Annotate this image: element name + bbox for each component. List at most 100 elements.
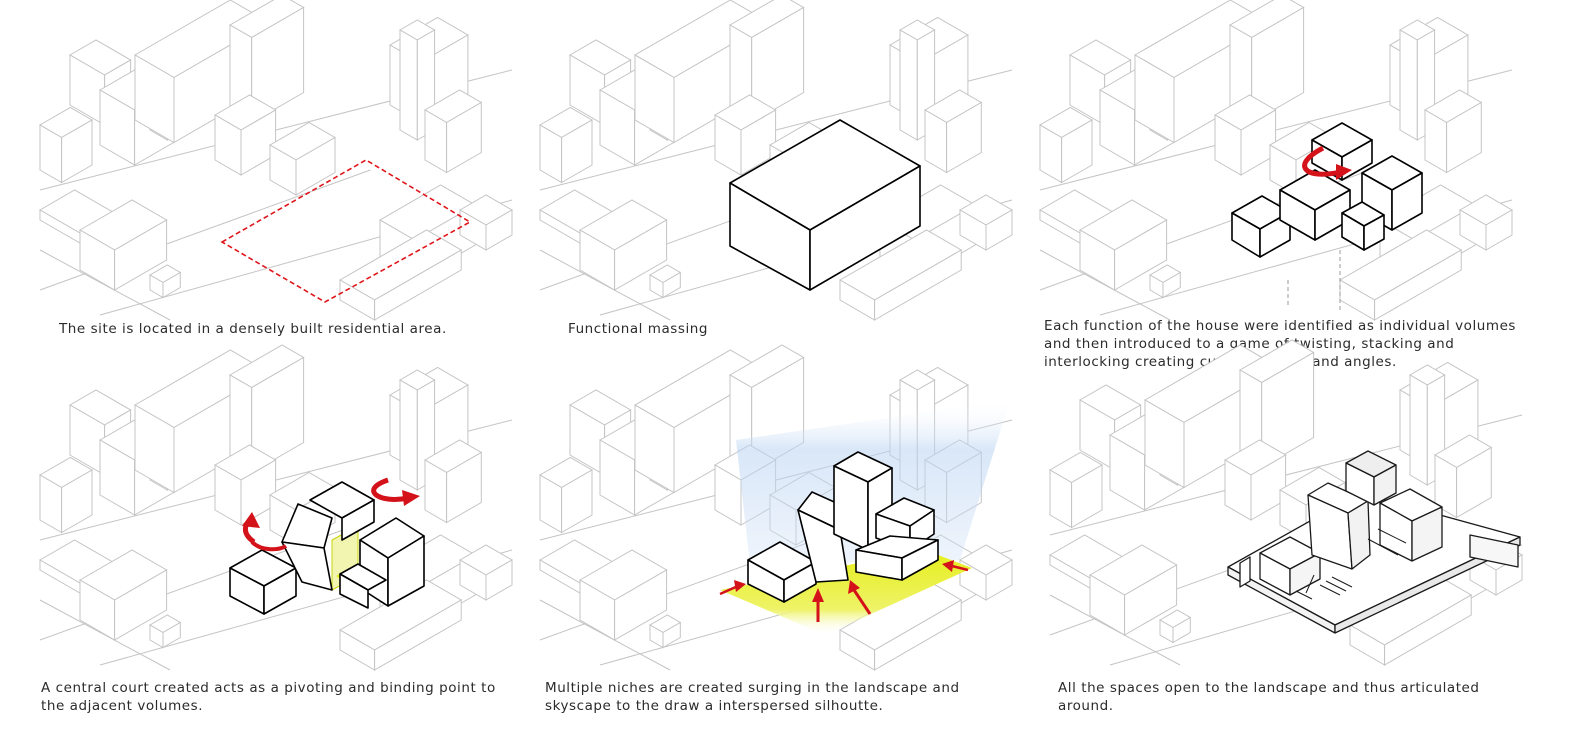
context-buildings xyxy=(39,0,514,321)
building-face xyxy=(446,451,482,524)
context-building xyxy=(924,89,983,174)
building-face xyxy=(446,101,482,174)
context-building xyxy=(728,0,805,124)
context-building xyxy=(958,194,1014,251)
building-face xyxy=(946,101,982,174)
context-building xyxy=(79,199,168,291)
context-building xyxy=(228,344,305,474)
caption-5: Multiple niches are created surging in t… xyxy=(545,679,960,715)
building-face xyxy=(662,271,681,299)
diagram-panel-court xyxy=(39,344,514,671)
building-face xyxy=(1251,6,1305,124)
context-building xyxy=(1424,89,1483,174)
caption-3-line-1: Each function of the house were identifi… xyxy=(1044,318,1517,334)
building-face xyxy=(1446,101,1482,174)
context-building xyxy=(649,264,682,299)
caption-4: A central court created acts as a pivoti… xyxy=(41,679,496,715)
building-face xyxy=(985,559,1013,601)
context-building xyxy=(1079,199,1168,291)
massing-volume xyxy=(729,119,921,291)
building-face xyxy=(162,621,181,649)
building-face xyxy=(1124,564,1178,636)
building-face xyxy=(1384,594,1472,666)
context-building xyxy=(579,199,668,291)
context-building xyxy=(1458,194,1514,251)
building-face xyxy=(1162,271,1181,299)
context-building xyxy=(1349,574,1473,666)
caption-5-line-2: skyscape to the draw a interspersed silh… xyxy=(545,698,884,714)
context-building xyxy=(579,549,668,641)
context-building xyxy=(39,106,94,184)
caption-2-line-1: Functional massing xyxy=(568,321,709,337)
caption-1-line-1: The site is located in a densely built r… xyxy=(59,321,447,337)
niche-volumes xyxy=(747,451,939,603)
context-building xyxy=(79,549,168,641)
building-face xyxy=(295,136,336,196)
surge-arrows xyxy=(719,560,969,622)
context-building xyxy=(458,544,514,601)
context-building xyxy=(839,229,963,321)
caption-4-line-2: the adjacent volumes. xyxy=(41,698,204,714)
caption-6: All the spaces open to the landscape and… xyxy=(1058,679,1480,715)
context-building xyxy=(149,264,182,299)
building-face xyxy=(251,356,305,474)
context-building xyxy=(339,579,463,671)
building-face xyxy=(614,219,668,291)
building-face xyxy=(1456,446,1492,519)
site-boundary-outline xyxy=(220,159,472,303)
context-building xyxy=(39,456,94,534)
context-building xyxy=(214,444,277,526)
building-face xyxy=(1114,219,1168,291)
building-face xyxy=(561,119,593,184)
context-building xyxy=(1039,106,1094,184)
context-building xyxy=(1089,544,1178,636)
context-building xyxy=(339,229,463,321)
building-face xyxy=(61,119,93,184)
building-face xyxy=(1071,464,1103,529)
context-building xyxy=(1238,339,1315,469)
diagram-panel-open-spaces xyxy=(1049,339,1524,666)
context-building xyxy=(214,94,277,176)
diagram-panel-niches xyxy=(539,344,1014,671)
house-model xyxy=(1227,450,1521,634)
building-face xyxy=(485,209,513,251)
context-building xyxy=(539,456,594,534)
context-building xyxy=(714,94,777,176)
context-building xyxy=(1224,439,1287,521)
building-face xyxy=(662,621,681,649)
building-face xyxy=(874,249,962,321)
building-face xyxy=(114,569,168,641)
stacked-volumes xyxy=(1231,122,1423,310)
context-building xyxy=(649,614,682,649)
context-building xyxy=(268,121,337,196)
context-building xyxy=(424,89,483,174)
building-face xyxy=(374,599,462,671)
twist-arrow xyxy=(1302,145,1352,180)
building-face xyxy=(561,469,593,534)
context-building xyxy=(424,439,483,524)
caption-4-line-1: A central court created acts as a pivoti… xyxy=(41,680,496,696)
diagram-panel-site xyxy=(39,0,514,321)
context-building xyxy=(1434,434,1493,519)
building-face xyxy=(61,469,93,534)
building-face xyxy=(485,559,513,601)
diagram-panel-volumes xyxy=(1039,0,1514,321)
building-face xyxy=(1240,109,1277,176)
building-face xyxy=(1374,249,1462,321)
building-face xyxy=(240,459,277,526)
site-boundary-layer xyxy=(220,159,472,303)
building-face xyxy=(162,271,181,299)
building-face xyxy=(114,219,168,291)
pivoting-volumes xyxy=(229,481,425,615)
building-face xyxy=(251,6,305,124)
building-face xyxy=(374,249,462,321)
building-face xyxy=(1250,454,1287,521)
building-face xyxy=(985,209,1013,251)
caption-6-line-2: around. xyxy=(1058,698,1114,714)
context-building xyxy=(1409,364,1446,486)
building-face xyxy=(1061,119,1093,184)
context-building xyxy=(1049,451,1104,529)
caption-2: Functional massing xyxy=(568,320,708,338)
diagram-panel-massing xyxy=(539,0,1014,321)
building-face xyxy=(1172,616,1191,644)
